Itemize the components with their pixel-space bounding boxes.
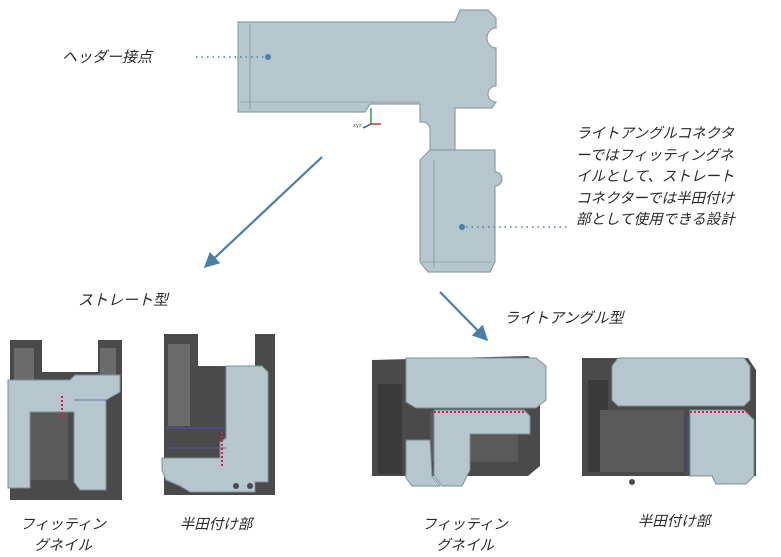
right-angle-solder-part-image <box>582 357 756 485</box>
straight-solder-part-image <box>161 334 275 495</box>
callout-line: コネクターでは半田付け <box>576 190 735 207</box>
right-angle-type-label: ライトアングル型 <box>504 309 624 327</box>
straight-type-label: ストレート型 <box>78 291 169 309</box>
callout-text: ライトアングルコネクタ ーではフィッティングネ イルとして、ストレート コネクタ… <box>576 124 735 232</box>
svg-text:xyz: xyz <box>353 123 362 129</box>
header-contact-label: ヘッダー接点 <box>62 48 153 66</box>
caption-line: グネイル <box>34 538 92 554</box>
callout-line: イルとして、ストレート <box>576 169 735 185</box>
header-contact-leader <box>196 54 271 60</box>
right-angle-solder-part-caption: 半田付け部 <box>618 512 730 533</box>
caption-line: グネイル <box>436 538 494 554</box>
callout-line: ーではフィッティングネ <box>576 147 734 164</box>
callout-line: ライトアングルコネクタ <box>576 126 735 142</box>
arrow-to-straight <box>203 156 323 269</box>
caption-line: 半田付け部 <box>179 517 253 533</box>
straight-fitting-nail-caption: フィッティン グネイル <box>4 515 122 557</box>
right-angle-fitting-nail-caption: フィッティン グネイル <box>406 515 524 557</box>
caption-line: 半田付け部 <box>637 514 711 530</box>
caption-line: フィッティン <box>20 517 106 533</box>
caption-line: フィッティン <box>422 517 508 533</box>
callout-leader <box>459 224 568 230</box>
header-contact-large <box>237 9 503 273</box>
callout-line: 部として使用できる設計 <box>576 212 735 228</box>
arrow-to-right-angle <box>439 291 489 342</box>
right-angle-fitting-nail-image <box>372 356 547 487</box>
straight-fitting-nail-image <box>7 340 122 500</box>
straight-solder-part-caption: 半田付け部 <box>160 515 272 536</box>
axis-triad-icon: xyz <box>353 108 381 129</box>
